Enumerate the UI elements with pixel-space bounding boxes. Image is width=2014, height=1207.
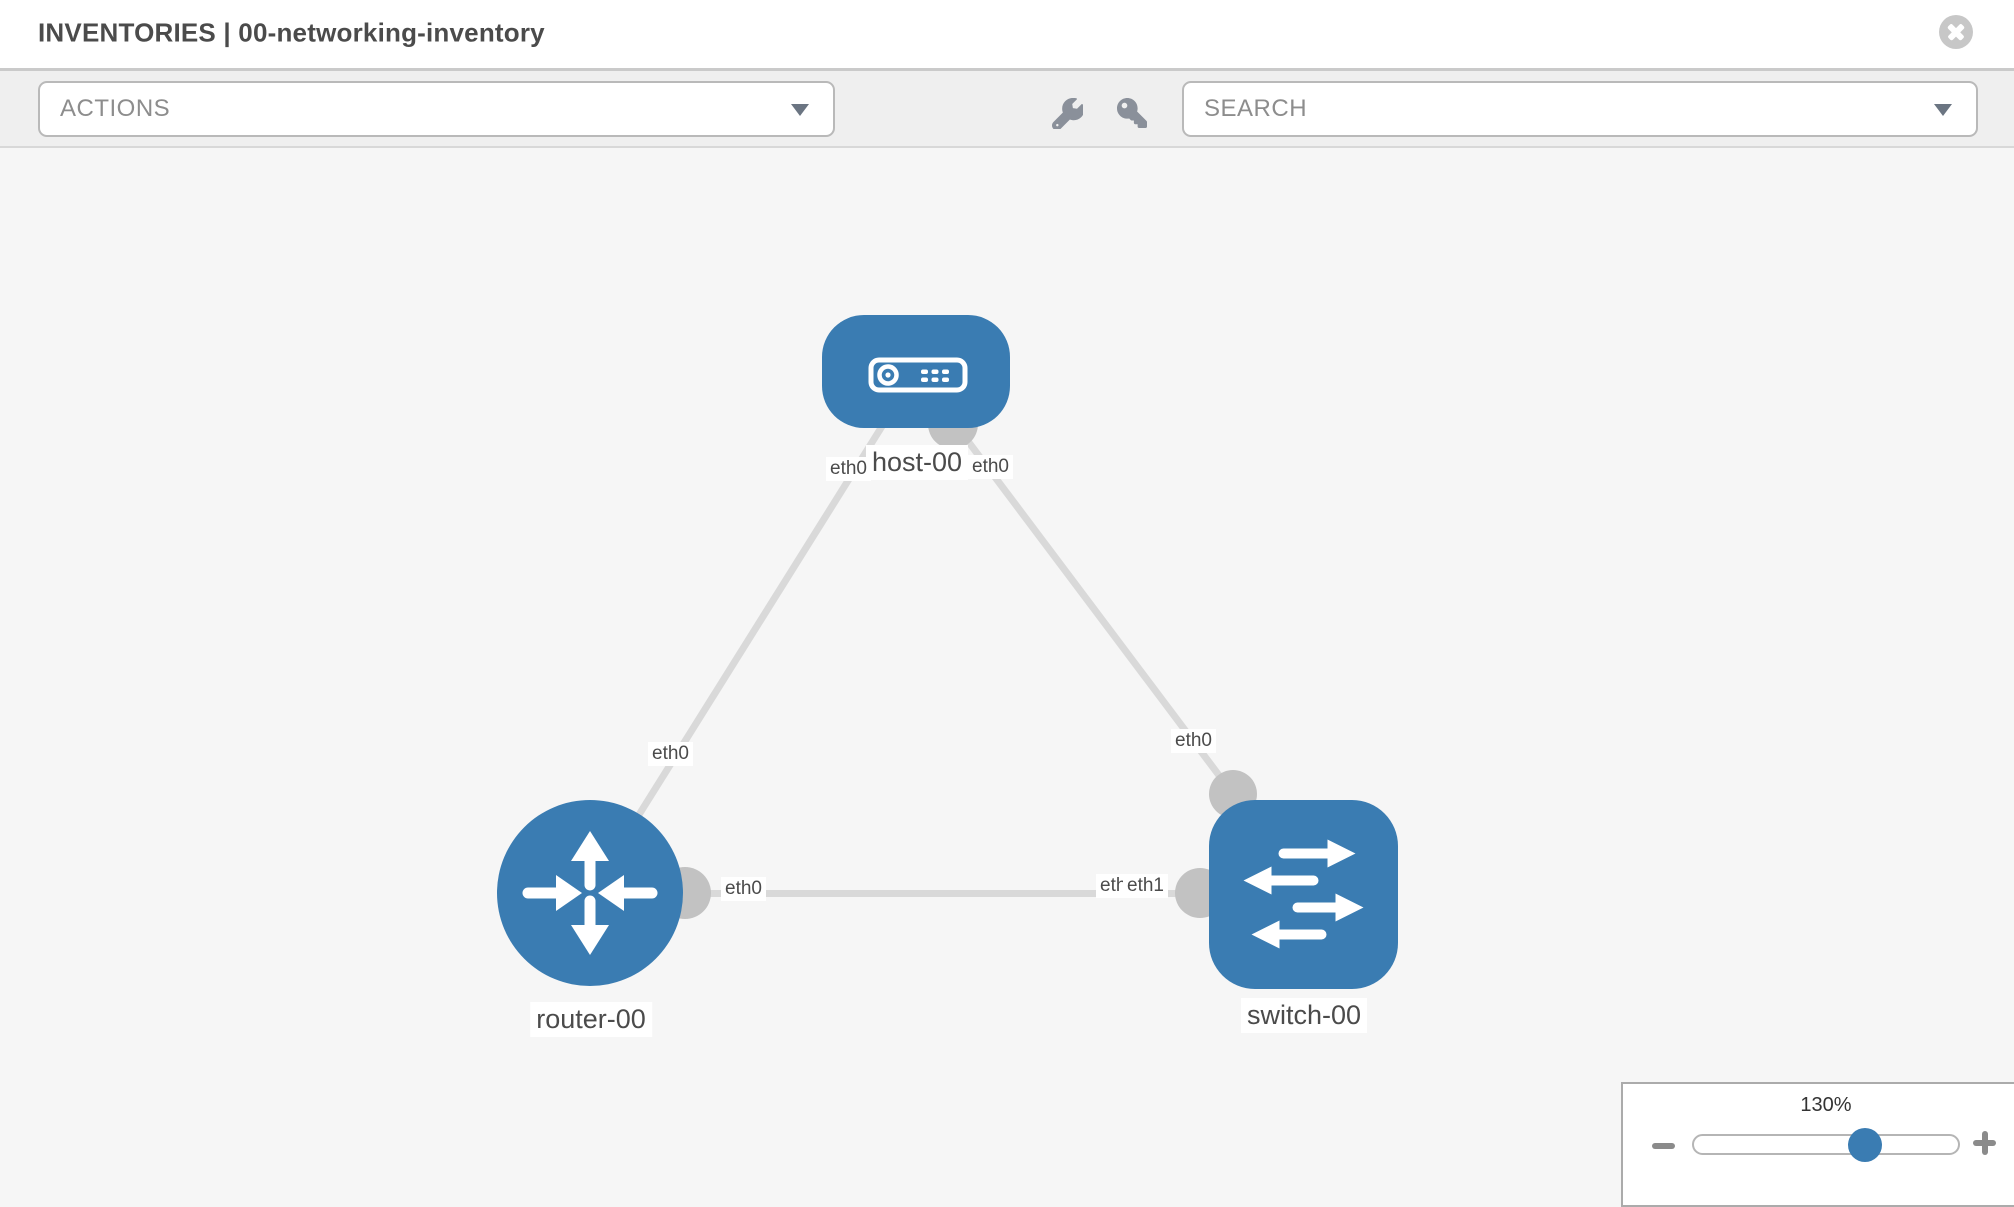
iface-label-switch-eth1: eth1 — [1123, 874, 1168, 898]
credentials-button[interactable] — [1112, 93, 1152, 133]
zoom-slider-track[interactable] — [1692, 1134, 1960, 1155]
search-dropdown[interactable]: SEARCH — [1182, 81, 1978, 137]
toolbar: ACTIONS SEARCH — [0, 71, 2014, 148]
iface-label-host-right: eth0 — [968, 455, 1013, 479]
page-header: INVENTORIES | 00-networking-inventory — [0, 0, 2014, 71]
switch-icon — [1243, 839, 1364, 949]
actions-dropdown-label: ACTIONS — [60, 95, 171, 122]
host-icon — [868, 357, 968, 393]
iface-label-host-left: eth0 — [826, 457, 871, 481]
iface-label-router-uplink: eth0 — [648, 742, 693, 766]
node-host[interactable] — [822, 315, 1010, 428]
iface-label-router-eth0: eth0 — [721, 877, 766, 901]
page-title: INVENTORIES | 00-networking-inventory — [38, 17, 545, 48]
router-icon — [522, 831, 658, 955]
iface-label-switch-uplink: eth0 — [1171, 729, 1216, 753]
zoom-out-button[interactable] — [1652, 1138, 1676, 1154]
wrench-icon — [1051, 97, 1083, 129]
topology-canvas[interactable]: host-00 router-00 switch-00 eth0 eth0 et… — [0, 153, 2014, 1200]
chevron-down-icon — [1934, 104, 1952, 116]
minus-icon — [1652, 1143, 1675, 1149]
node-label-host: host-00 — [865, 445, 969, 480]
node-switch[interactable] — [1209, 800, 1398, 989]
close-button[interactable] — [1939, 15, 1973, 49]
key-icon — [1117, 98, 1147, 128]
tools-button[interactable] — [1047, 93, 1087, 133]
zoom-in-button[interactable] — [1973, 1131, 1997, 1155]
chevron-down-icon — [791, 104, 809, 116]
zoom-slider-handle[interactable] — [1848, 1128, 1882, 1162]
zoom-panel: 130% — [1621, 1082, 2014, 1207]
search-dropdown-label: SEARCH — [1204, 95, 1308, 122]
zoom-level-label: 130% — [1800, 1094, 1852, 1116]
node-label-switch: switch-00 — [1240, 998, 1368, 1033]
close-icon — [1939, 15, 1973, 49]
node-router[interactable] — [497, 800, 683, 986]
actions-dropdown[interactable]: ACTIONS — [38, 81, 835, 137]
node-label-router: router-00 — [530, 1002, 652, 1037]
